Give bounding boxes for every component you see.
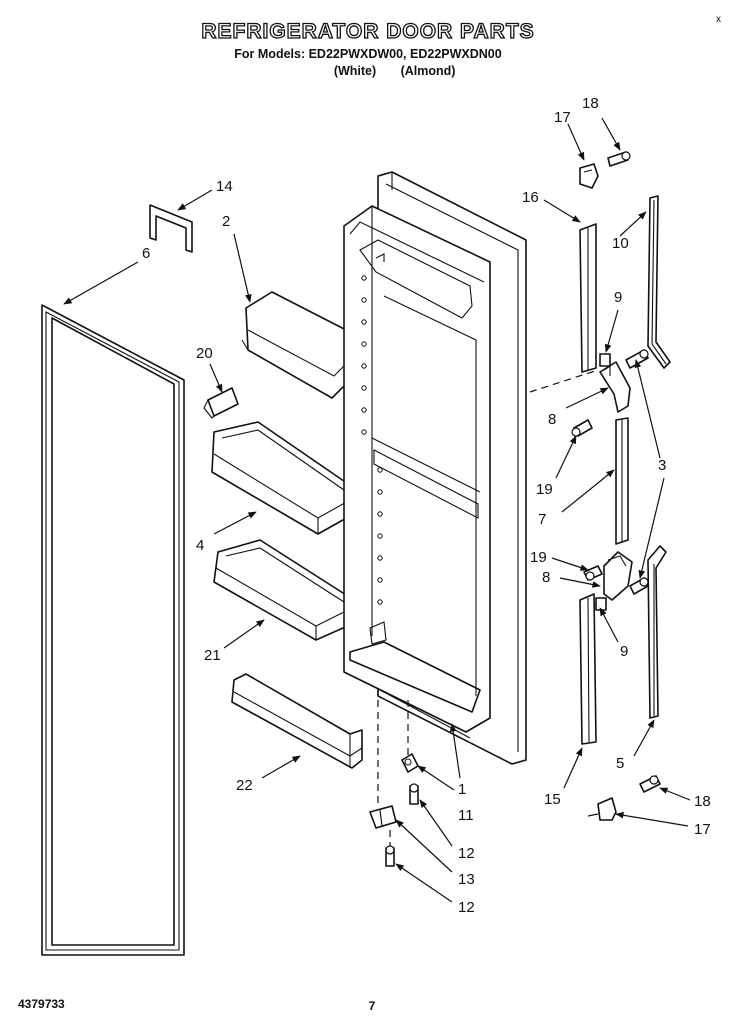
hinge-cap-part-17-top (579, 163, 599, 189)
callout-14: 14 (216, 178, 233, 195)
color-almond-label: (Almond) (401, 64, 456, 78)
callout-19-upper: 19 (536, 481, 553, 498)
callout-1: 1 (458, 781, 466, 798)
trim-strip-part-16 (579, 223, 597, 373)
callout-5: 5 (616, 755, 624, 772)
door-shelf-part-4 (211, 421, 355, 535)
document-number: 4379733 (18, 997, 65, 1011)
corner-mark: x (716, 14, 721, 25)
callout-17-top: 17 (554, 109, 571, 126)
clip-part-20 (203, 387, 239, 419)
callout-11: 11 (458, 807, 474, 824)
color-white-label: (White) (334, 64, 376, 78)
spacer-part-9-lower (595, 597, 607, 611)
callout-12-upper: 12 (458, 845, 475, 862)
callout-3: 3 (658, 457, 666, 474)
handle-trim-part-7 (615, 417, 629, 545)
assembly-lines (377, 369, 599, 846)
callout-10: 10 (612, 235, 629, 252)
screw-part-18-top (607, 151, 631, 167)
door-shelf-part-21 (213, 539, 355, 641)
callout-18-top: 18 (582, 95, 599, 112)
callout-labels: 18 17 16 14 2 6 10 9 20 8 3 19 7 4 19 8 … (142, 95, 711, 916)
hinge-bracket-upper (599, 361, 631, 413)
callout-8-upper: 8 (548, 411, 556, 428)
callout-8-lower: 8 (542, 569, 550, 586)
vertical-trim-part-10 (647, 195, 671, 369)
callout-7: 7 (538, 511, 546, 528)
callout-9-lower: 9 (620, 643, 628, 660)
screw-part-12-lower (385, 845, 395, 867)
bottom-bin-part-22 (231, 673, 363, 769)
hinge-bracket-lower (603, 551, 633, 601)
screw-part-19-lower (583, 565, 603, 581)
hinge-pin-part-11 (401, 753, 419, 773)
page-title: REFRIGERATOR DOOR PARTS (201, 20, 534, 43)
page-number: 7 (369, 999, 376, 1013)
callout-15: 15 (544, 791, 561, 808)
screw-part-19-upper (571, 419, 593, 437)
callout-21: 21 (204, 647, 221, 664)
callout-19-lower: 19 (530, 549, 547, 566)
leader-lines (63, 117, 691, 903)
door-gasket-part (41, 304, 185, 956)
door-assembly-part (343, 171, 527, 765)
trim-part-5 (647, 545, 667, 719)
callout-9-upper: 9 (614, 289, 622, 306)
screw-part-3-upper (625, 349, 649, 369)
liner-rivets (361, 275, 383, 605)
spacer-part-9-upper (599, 353, 611, 367)
callout-22: 22 (236, 777, 253, 794)
callout-18-bottom: 18 (694, 793, 711, 810)
callout-17-bottom: 17 (694, 821, 711, 838)
callout-13: 13 (458, 871, 475, 888)
callout-20: 20 (196, 345, 213, 362)
trim-strip-part-15 (579, 593, 597, 745)
callout-16: 16 (522, 189, 539, 206)
callout-6: 6 (142, 245, 150, 262)
callout-4: 4 (196, 537, 204, 554)
hinge-cap-part-17-bottom (597, 797, 617, 821)
dairy-bin-part (241, 291, 358, 399)
hinge-bracket-part-13 (369, 805, 397, 829)
screw-part-18-bottom (639, 775, 661, 793)
callout-12-lower: 12 (458, 899, 475, 916)
callout-2: 2 (222, 213, 230, 230)
screw-part-3-lower (629, 577, 649, 595)
models-line: For Models: ED22PWXDW00, ED22PWXDN00 (234, 47, 501, 61)
screw-part-12-upper (409, 783, 419, 805)
bracket-part-14 (149, 204, 193, 253)
